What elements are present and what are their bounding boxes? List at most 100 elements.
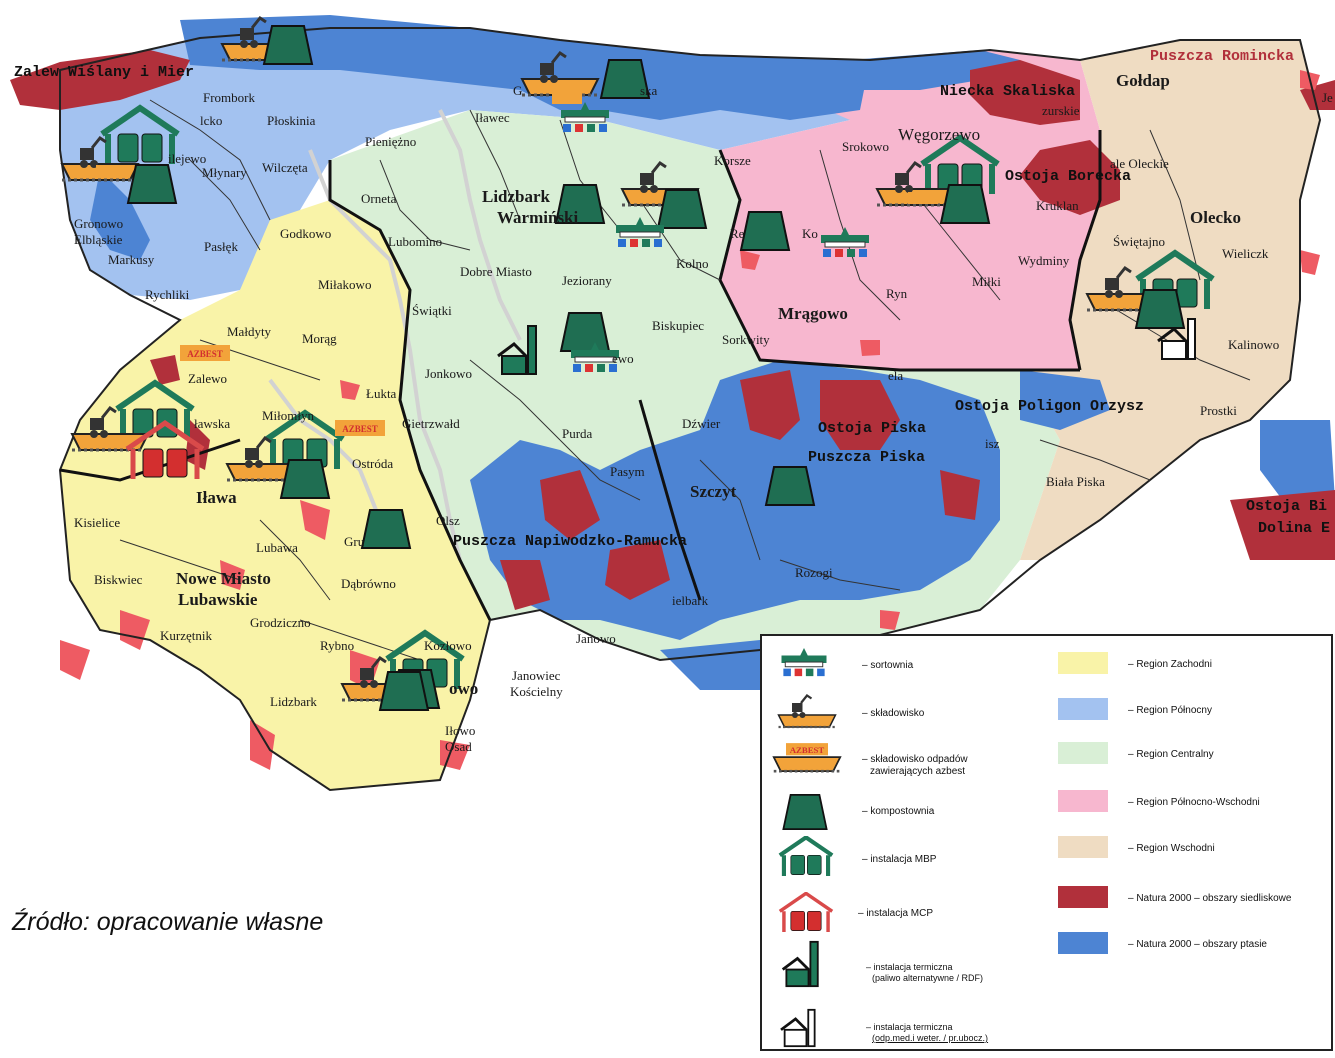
place-label: Olsz [436,513,460,528]
label-wegorzewo: Węgorzewo [898,125,980,144]
place-label: Je [1322,90,1333,105]
place-label: Biskwiec [94,572,143,587]
place-label: Szczyt [690,482,737,501]
place-label: Kurzętnik [160,628,212,643]
place-label: Rychliki [145,287,190,302]
place-label: Kościelny [510,684,563,699]
place-label: Olecko [1190,208,1241,227]
place-label: Janowo [576,631,616,646]
protected-area-labels: Zalew Wiślany i Mier Puszcza Romincka Ni… [14,48,1330,550]
place-label: Prostki [1200,403,1237,418]
place-label: Elbląskie [74,232,123,247]
legend-natura-siedliskowe: – Natura 2000 – obszary siedliskowe [1128,893,1292,904]
place-label: Mrągowo [778,304,848,323]
place-label: Zalewo [188,371,227,386]
legend-label-azbest-1: – składowisko odpadów [862,754,968,765]
natura-siedliskowe-areas [10,50,1335,610]
place-labels: Frombork Płoskinia Pieniężno Iławec G sk… [74,71,1333,754]
place-label: Purda [562,426,593,441]
composting-plant-icon [782,794,828,835]
place-label: Pasłęk [204,239,238,254]
place-label: Pasym [610,464,645,479]
place-label: isz [985,436,1000,451]
place-label: Gołdap [1116,71,1170,90]
place-label: ilejewo [168,151,206,166]
label-piska: Ostoja Piska [818,420,926,437]
legend-natura-ptasie: – Natura 2000 – obszary ptasie [1128,939,1267,950]
label-dolina: Dolina E [1258,520,1330,537]
place-label: ale Oleckie [1110,156,1169,171]
label-puszcza-piska: Puszcza Piska [808,449,925,466]
label-zalew: Zalew Wiślany i Mier [14,64,194,81]
place-label: ela [888,368,903,383]
sorting-plant-icon [774,647,834,683]
label-borecka: Ostoja Borecka [1005,168,1131,185]
legend-region-zachodni: – Region Zachodni [1128,659,1212,670]
rivers [268,109,522,561]
legend-region-pn-wschodni: – Region Północno-Wschodni [1128,797,1260,808]
thermal-rdf-icon [778,940,828,993]
legend-azbest-label: AZBEST [790,745,825,755]
place-label: Lidzbark [270,694,317,709]
place-label: Dąbrówno [341,576,396,591]
legend-label-sortownia: – sortownia [862,660,914,671]
region-pn-wschodni [700,50,1100,370]
region-zachodni [60,200,490,790]
place-label: Lubawa [256,540,298,555]
place-label: Jonkowo [425,366,472,381]
legend-region-centralny: – Region Centralny [1128,749,1214,760]
place-label: Rozogi [795,565,833,580]
place-label: Warmiński [497,208,579,227]
place-label: Kalinowo [1228,337,1279,352]
label-napiwodzko: Puszcza Napiwodzko-Ramucka [453,533,687,550]
place-label: Miłomłyn [262,408,315,423]
place-label: Świętajno [1113,234,1165,249]
label-niecka: Niecka Skaliska [940,83,1075,100]
place-label: ławska [194,416,230,431]
label-romincka: Puszcza Romincka [1150,48,1294,65]
place-label: Lubomino [388,234,442,249]
place-label: Srokowo [842,139,889,154]
place-label: Kozłowo [424,638,472,653]
swatch-centralny [1058,742,1108,764]
place-label: Kruklan [1036,198,1079,213]
swatch-siedliskowe [1058,886,1108,908]
legend-label-thermal-rdf-1: – instalacja termiczna [866,962,953,972]
azbest-badge-label: AZBEST [342,424,378,434]
label-poligon: Ostoja Poligon Orzysz [955,398,1144,415]
place-label: Jeziorany [562,273,612,288]
legend-label-kompostownia: – kompostownia [862,806,935,817]
place-label: Ryn [886,286,908,301]
place-label: ewo [612,351,634,366]
asbestos-landfill-icon: AZBEST [772,740,842,781]
place-label: owo [449,679,478,698]
legend-label-thermal-med-1: – instalacja termiczna [866,1022,953,1032]
place-label: Gietrzwałd [402,416,460,431]
place-label: G [513,83,522,98]
place-label: Gronowo [74,216,123,231]
place-label: Frombork [203,90,256,105]
place-label: Pieniężno [365,134,416,149]
place-label: Wydminy [1018,253,1070,268]
place-label: Małdyty [227,324,272,339]
place-label: Osad [445,739,472,754]
place-label: Miłki [972,274,1001,289]
legend-label-skladowisko: – składowisko [862,708,925,719]
place-label: Grodziczno [250,615,311,630]
legend-label-mbp: – instalacja MBP [862,854,937,865]
place-label: Wilczęta [262,160,308,175]
place-label: Wieliczk [1222,246,1269,261]
landfill-icon [772,694,842,735]
mcp-installation-icon [776,891,836,937]
place-label: Lidzbark [482,187,551,206]
place-label: zurskie [1042,103,1080,118]
place-label: Gru [344,534,365,549]
place-label: Biała Piska [1046,474,1105,489]
place-label: Rybno [320,638,354,653]
place-label: Sorkwity [722,332,770,347]
legend-label-thermal-rdf-2: (paliwo alternatywne / RDF) [872,973,984,983]
label-ostoja-bi: Ostoja Bi [1246,498,1327,515]
swatch-ptasie [1058,932,1108,954]
